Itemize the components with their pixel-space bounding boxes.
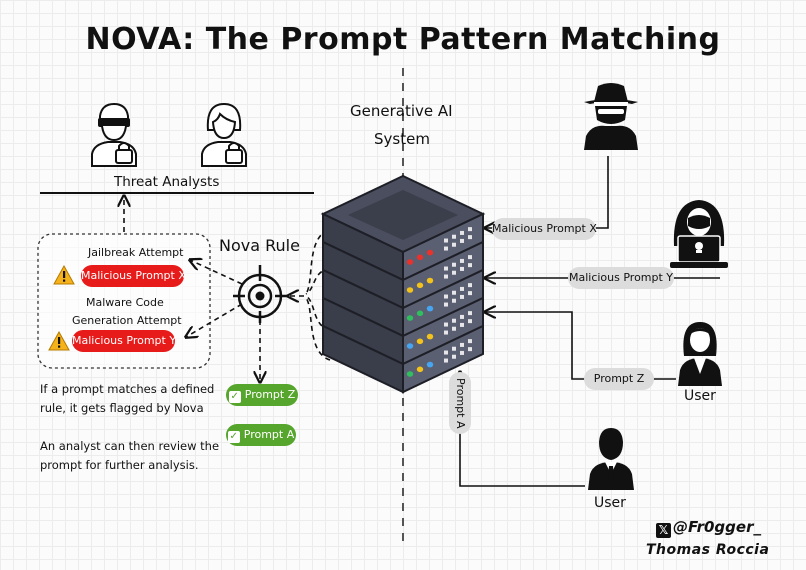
server-vent bbox=[460, 286, 464, 291]
analyst-female-icon bbox=[201, 102, 247, 167]
server-vent bbox=[444, 302, 448, 307]
server-vent bbox=[452, 318, 456, 323]
malware-prompt-badge: Malicious Prompt Y bbox=[72, 330, 176, 352]
server-vent bbox=[460, 266, 464, 271]
x-logo-icon: 𝕏 bbox=[656, 523, 671, 538]
jailbreak-prompt-badge: Malicious Prompt X bbox=[81, 265, 186, 287]
server-vent bbox=[468, 263, 472, 268]
server-vent bbox=[444, 274, 448, 279]
server-vent bbox=[452, 262, 456, 267]
server-unit-front bbox=[402, 324, 484, 394]
jailbreak-title: Jailbreak Attempt bbox=[88, 246, 184, 259]
server-vent bbox=[444, 322, 448, 327]
server-vent bbox=[468, 227, 472, 232]
credit-handle: 𝕏@Fr0gger_ bbox=[656, 518, 761, 538]
server-status-light bbox=[426, 249, 434, 256]
malware-title-line1: Malware Code bbox=[86, 296, 164, 309]
server-status-light bbox=[416, 282, 424, 289]
server-vent bbox=[452, 298, 456, 303]
server-vent bbox=[468, 283, 472, 288]
incoming-prompt-a: Prompt A bbox=[449, 372, 471, 434]
check-icon: ✓ bbox=[228, 391, 241, 403]
server-status-light bbox=[406, 315, 414, 321]
server-vent bbox=[452, 270, 456, 275]
server-vent bbox=[468, 347, 472, 352]
server-status-light bbox=[406, 371, 414, 377]
server-vent bbox=[460, 322, 464, 327]
nova-rule-label: Nova Rule bbox=[219, 236, 300, 255]
server-vent bbox=[452, 242, 456, 247]
server-vent bbox=[460, 238, 464, 243]
target-icon bbox=[233, 265, 287, 323]
server-vent bbox=[444, 266, 448, 271]
warning-icon bbox=[53, 265, 75, 285]
server-vent bbox=[468, 339, 472, 344]
server-vent bbox=[452, 290, 456, 295]
analysts-label: Threat Analysts bbox=[114, 174, 220, 190]
server-vent bbox=[460, 258, 464, 263]
safe-prompt-z: ✓Prompt Z bbox=[226, 384, 298, 406]
server-status-light bbox=[416, 338, 424, 345]
page-title: NOVA: The Prompt Pattern Matching bbox=[85, 22, 721, 57]
server-vent bbox=[444, 238, 448, 243]
safe-prompt-a: ✓Prompt A bbox=[226, 424, 296, 446]
server-vent bbox=[452, 354, 456, 359]
arrow-to-jailbreak bbox=[190, 260, 243, 285]
user-label-top: User bbox=[684, 388, 716, 404]
server-status-light bbox=[426, 277, 434, 284]
server-vent bbox=[452, 346, 456, 351]
check-icon: ✓ bbox=[227, 431, 240, 443]
server-vent bbox=[460, 342, 464, 347]
user-female-icon bbox=[678, 322, 722, 386]
incoming-prompt-z: Prompt Z bbox=[584, 368, 654, 390]
server-vent bbox=[444, 358, 448, 363]
server-vent bbox=[468, 291, 472, 296]
server-vent bbox=[444, 350, 448, 355]
server-vent bbox=[452, 234, 456, 239]
server-vent bbox=[468, 235, 472, 240]
system-label-line2: System bbox=[374, 130, 430, 148]
malware-title-line2: Generation Attempt bbox=[72, 314, 182, 327]
hacker-hat-icon bbox=[584, 83, 638, 150]
analyst-male-icon bbox=[91, 102, 137, 167]
server-rack-icon bbox=[320, 174, 486, 394]
server-status-light bbox=[416, 366, 424, 373]
server-status-light bbox=[406, 259, 414, 265]
server-vent bbox=[468, 319, 472, 324]
server-vent bbox=[444, 330, 448, 335]
incoming-prompt-y: Malicious Prompt Y bbox=[568, 267, 674, 289]
credit-name: Thomas Roccia bbox=[646, 542, 770, 558]
hacker-laptop-icon bbox=[670, 200, 728, 268]
server-status-light bbox=[406, 287, 414, 293]
server-status-light bbox=[426, 305, 434, 312]
system-label-line1: Generative AI bbox=[350, 102, 453, 120]
note-text: If a prompt matches a defined rule, it g… bbox=[40, 382, 220, 472]
warning-icon bbox=[48, 331, 70, 351]
server-status-light bbox=[416, 310, 424, 317]
server-status-light bbox=[426, 361, 434, 368]
server-to-rule-lines bbox=[288, 229, 331, 361]
server-status-light bbox=[406, 343, 414, 349]
server-vent bbox=[444, 246, 448, 251]
server-vent bbox=[460, 294, 464, 299]
server-vent bbox=[468, 311, 472, 316]
server-vent bbox=[468, 255, 472, 260]
server-vent bbox=[460, 350, 464, 355]
server-status-light bbox=[416, 254, 424, 261]
server-vent bbox=[452, 326, 456, 331]
incoming-prompt-x: Malicious Prompt X bbox=[492, 218, 597, 240]
arrow-to-malware bbox=[186, 303, 243, 337]
server-status-light bbox=[426, 333, 434, 340]
user-male-icon bbox=[588, 428, 634, 490]
server-vent bbox=[460, 314, 464, 319]
server-vent bbox=[444, 294, 448, 299]
user-label-bottom: User bbox=[594, 495, 626, 511]
server-vent bbox=[460, 230, 464, 235]
